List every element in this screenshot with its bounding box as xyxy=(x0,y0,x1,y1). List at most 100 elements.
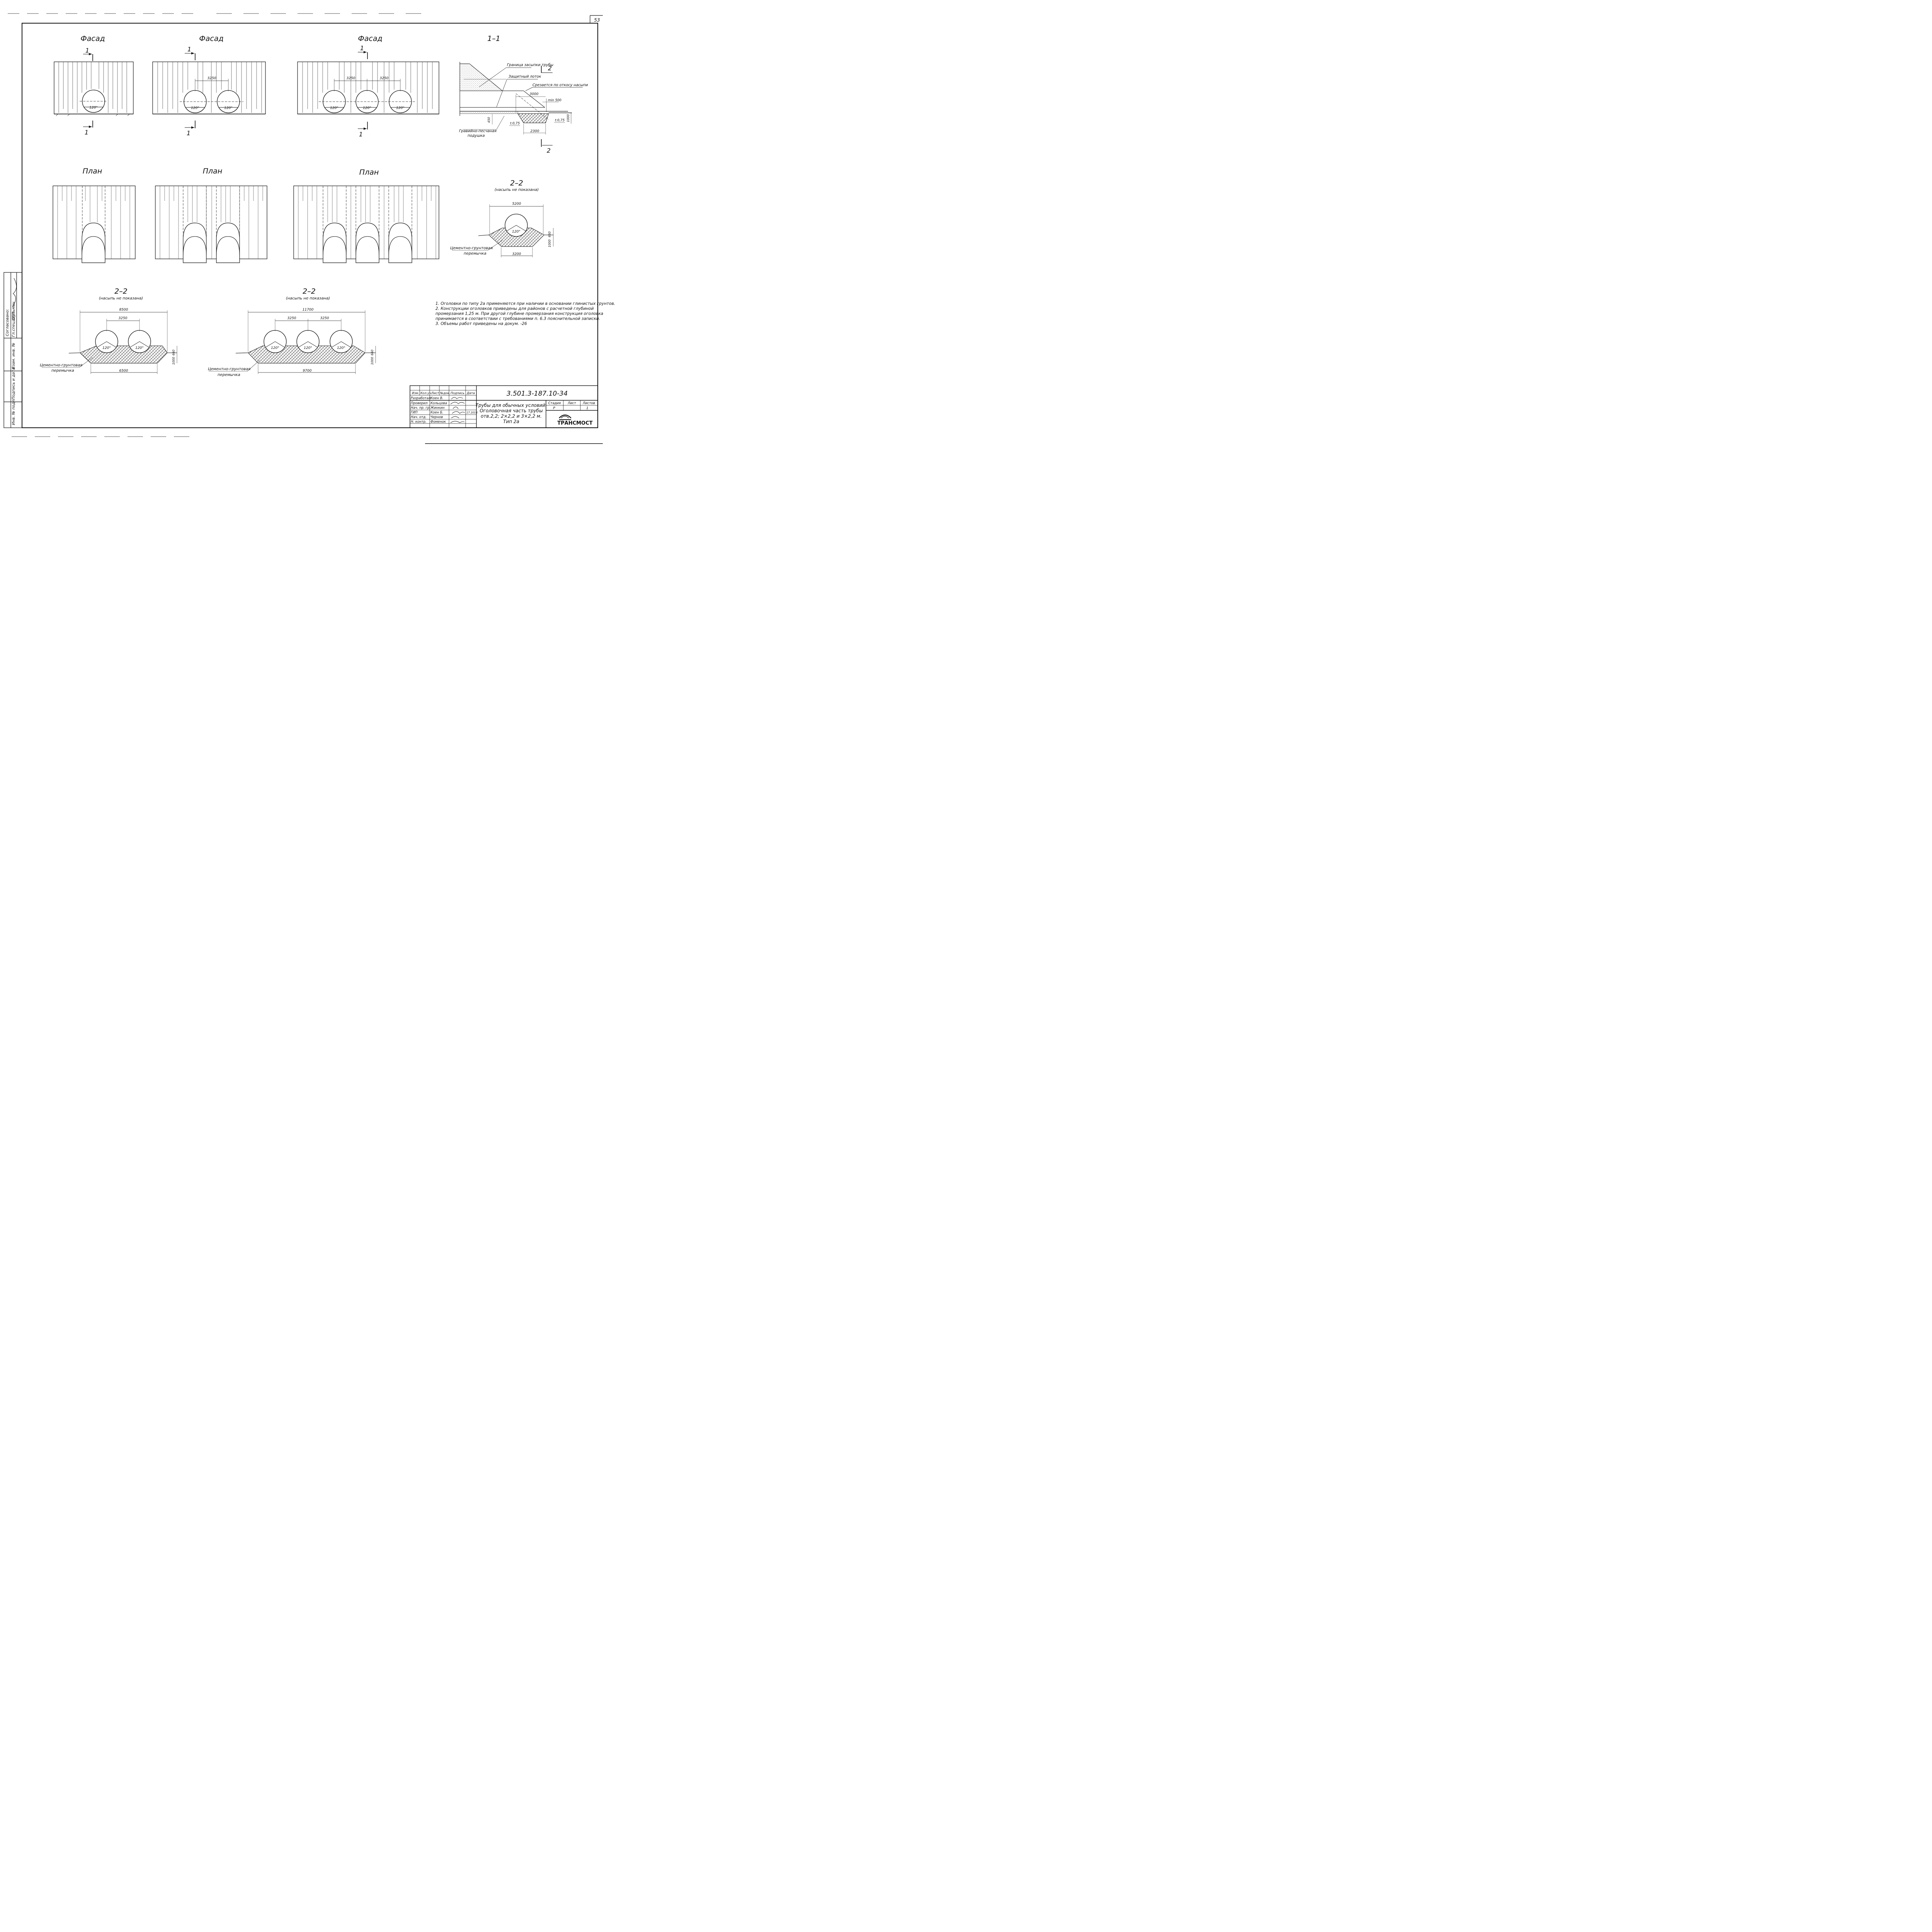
doc-title-line: отв.2,2; 2×2,2 и 3×2,2 м. xyxy=(481,413,542,419)
dim-660: 660 xyxy=(371,350,374,355)
doc-code: 3.501.3-187.10-34 xyxy=(507,390,568,398)
angle-label: 120° xyxy=(512,230,520,234)
gravel-cushion-label: подушка xyxy=(468,134,485,138)
dim-1000: 1000 xyxy=(548,240,551,247)
angle-label: 120° xyxy=(102,346,111,350)
angle-label: 120° xyxy=(330,106,338,110)
dim-1000: 1000 xyxy=(371,357,374,365)
cut-mark: 1 xyxy=(85,47,89,54)
dim-3250: 3250 xyxy=(287,316,296,320)
dim-450: 450 xyxy=(487,117,491,123)
cut-mark: 1 xyxy=(187,46,191,53)
tb-name: Фоменок xyxy=(430,420,446,424)
section-1-1: 1–1 Граница засыпки трубы Защитный лоток… xyxy=(459,34,588,154)
cement-plug-label: Цементно-грунтовая xyxy=(40,363,82,367)
cut-slope-label: Срезается по откосу насыпи xyxy=(532,83,588,87)
cement-plug-label: перемычка xyxy=(51,369,74,373)
dim-3250: 3250 xyxy=(119,316,128,320)
facade-hatch-lines xyxy=(58,62,127,113)
stamp-person: Шульман xyxy=(12,301,16,321)
side-stamp: Согласовано: Гл.спец.ОТП Шульман Взам. и… xyxy=(3,272,22,428)
dim-8500: 8500 xyxy=(119,308,128,312)
angle-label: 120° xyxy=(224,106,233,110)
section-subtitle: (насыпь не показана) xyxy=(495,188,539,192)
dim-6500: 6500 xyxy=(119,369,128,373)
section-title: 2–2 xyxy=(114,287,128,296)
cut-mark: 1 xyxy=(85,129,88,136)
facade-title: Фасад xyxy=(199,34,223,43)
note-line: 2. Конструкции оголовков приведены для р… xyxy=(435,306,594,311)
stamp-inv-orig: Инв. № подл. xyxy=(12,398,16,425)
tb-header: Лист xyxy=(431,391,439,395)
dim-min500: min 500 xyxy=(548,99,561,102)
tb-role: Разработал xyxy=(411,396,431,400)
tb-role: Нач. отд. xyxy=(411,415,427,419)
facade-single: Фасад 120° 1 1 xyxy=(54,34,134,136)
stamp-inv-swap: Взам. инв. № xyxy=(12,343,16,369)
dim-1000: 1000 xyxy=(566,114,570,122)
cut-mark: 1 xyxy=(360,44,364,52)
plan-double: План xyxy=(155,167,267,263)
thickness-label: t:0,75 xyxy=(510,122,520,126)
dim-5200: 5200 xyxy=(512,202,521,206)
section-title: 2–2 xyxy=(510,179,523,187)
dim-11700: 11700 xyxy=(303,308,314,312)
company-logo-icon: ТРАНСМОСТ xyxy=(557,414,593,426)
cement-plug-label: Цементно-грунтовая xyxy=(450,246,493,250)
cement-plug-label: перемычка xyxy=(464,252,486,256)
tb-header: Кол.уч. xyxy=(420,391,432,395)
dim-660: 660 xyxy=(548,231,551,237)
tb-header: Изм. xyxy=(412,391,419,395)
angle-label: 120° xyxy=(271,346,279,350)
plan-title: План xyxy=(359,168,379,177)
cut-mark: 2 xyxy=(548,65,552,72)
section-title: 2–2 xyxy=(303,287,316,296)
plan-title: План xyxy=(83,167,102,175)
dim-2300: 2300 xyxy=(531,129,539,133)
angle-label: 120° xyxy=(304,346,312,350)
angle-label: 120° xyxy=(396,106,405,110)
note-line: 3. Объемы работ приведены на докум. -26 xyxy=(435,321,527,326)
angle-label: 120° xyxy=(89,106,98,110)
section-2-2-single: 2–2 (насыпь не показана) 120° 5200 3200 … xyxy=(450,179,554,257)
title-block: Изм. Кол.уч. Лист №док. Подпись Дата Раз… xyxy=(410,385,598,428)
tb-role: Н. контр. xyxy=(411,420,427,424)
angle-label: 120° xyxy=(337,346,345,350)
tb-header: №док. xyxy=(440,391,450,395)
angle-label: 120° xyxy=(135,346,144,350)
tb-name: Кольцова xyxy=(430,401,447,405)
facade-triple: Фасад 120° 120° 120° 3250 3250 1 1 xyxy=(297,34,439,138)
doc-title-line: Оголовочная часть трубы xyxy=(480,408,543,413)
facade-title: Фасад xyxy=(358,34,382,43)
dim-1000: 1000 xyxy=(172,357,175,365)
stamp-sign-date: Подпись и дата xyxy=(12,367,16,400)
sheet-frame xyxy=(8,13,603,444)
doc-title-line: Тип 2а xyxy=(503,419,519,424)
sheet-header: Лист xyxy=(567,401,577,405)
thickness-label: t:0,75 xyxy=(555,119,565,122)
cut-mark: 1 xyxy=(359,131,363,138)
dim-3250: 3250 xyxy=(380,77,389,80)
section-title: 1–1 xyxy=(487,34,500,43)
dim-3000: 3000 xyxy=(530,92,539,96)
sheet-number: 53 xyxy=(594,17,600,23)
gravel-cushion-label: Гравийно-песчаная xyxy=(459,129,497,133)
protective-tray-label: Защитный лоток xyxy=(509,75,541,79)
tb-date: 17.2016 xyxy=(466,411,478,414)
tb-name: Чернов xyxy=(430,415,443,419)
angle-label: 120° xyxy=(191,106,199,110)
tb-name: Жинкин xyxy=(430,406,445,410)
dim-9700: 9700 xyxy=(303,369,312,373)
dim-3200: 3200 xyxy=(512,252,521,256)
angle-label: 120° xyxy=(363,106,371,110)
company-name: ТРАНСМОСТ xyxy=(557,420,592,426)
cement-plug-label: перемычка xyxy=(218,373,240,377)
section-subtitle: (насыпь не показана) xyxy=(286,296,330,301)
sheets-header: Листов xyxy=(582,401,595,405)
stage-header: Стадия xyxy=(548,401,561,405)
cut-mark: 1 xyxy=(187,129,190,137)
dim-3250: 3250 xyxy=(207,77,216,80)
stamp-agreed: Согласовано: xyxy=(5,309,10,336)
tb-header: Подпись xyxy=(451,391,464,395)
tb-name: Коен В. xyxy=(430,396,443,400)
